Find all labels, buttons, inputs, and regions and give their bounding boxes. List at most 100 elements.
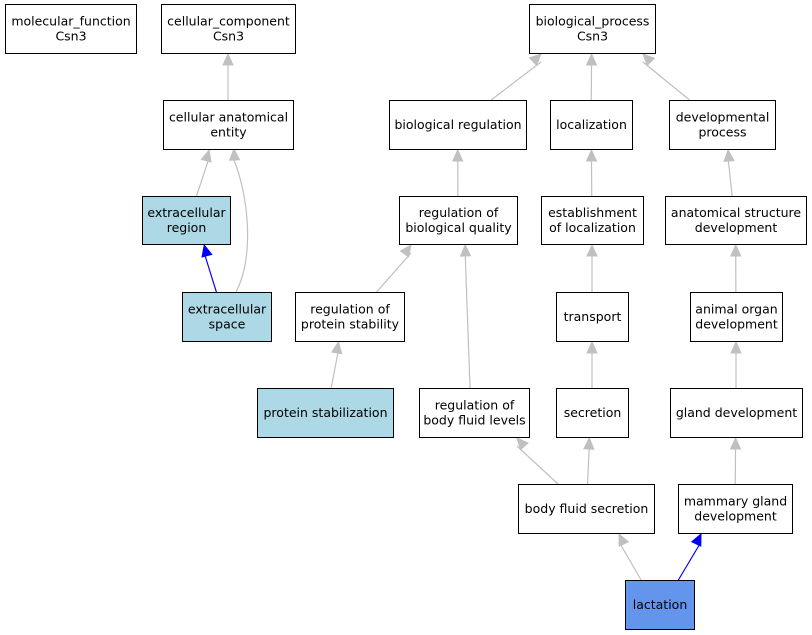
term-label-line: protein stability (301, 317, 400, 332)
term-box (257, 388, 394, 438)
term-box (389, 100, 527, 150)
edge-arrowhead (729, 436, 742, 450)
edge-line (586, 445, 590, 485)
term-node-protstab[interactable]: protein stabilization (257, 388, 394, 438)
term-box (163, 100, 294, 150)
edge-glanddev-to-aod (730, 340, 742, 388)
edge-secretion-to-transport (586, 340, 598, 388)
edge-bfs-to-secretion (583, 436, 595, 485)
edge-extspace-to-extreg (201, 243, 217, 293)
edge-line (376, 252, 412, 293)
edge-line (195, 157, 210, 197)
term-label-line: regulation of (310, 302, 390, 317)
term-node-lactation[interactable]: lactation (625, 580, 695, 630)
term-label-line: transport (564, 309, 622, 324)
term-box (665, 196, 807, 245)
edge-arrowhead (583, 436, 595, 450)
term-label-line: gland development (676, 405, 797, 420)
edge-arrowhead (730, 340, 742, 354)
term-box (182, 292, 272, 342)
term-box (670, 388, 803, 438)
term-node-loc[interactable]: localization (550, 100, 633, 150)
edge-extspace-to-cae (228, 147, 249, 293)
term-label-line: secretion (564, 405, 622, 420)
edge-arrowhead (200, 148, 212, 163)
edge-arrowhead (528, 53, 542, 67)
term-label-line: biological_process (536, 14, 650, 29)
edge-line (516, 445, 559, 485)
term-node-transport[interactable]: transport (556, 292, 629, 342)
edge-regbfl-to-regbq (459, 243, 472, 389)
edge-arrowhead (585, 148, 598, 162)
term-label-line: localization (556, 117, 627, 132)
edge-arrowhead (330, 340, 343, 355)
edge-regps-to-regbq (376, 244, 412, 293)
edge-arrowhead (729, 243, 742, 257)
term-box (529, 4, 656, 54)
edge-line (618, 541, 642, 581)
edge-line (233, 159, 249, 293)
edge-arrowhead (222, 52, 234, 66)
edge-protstab-to-regps (330, 340, 343, 389)
edge-bfs-to-regbfl (516, 437, 559, 485)
term-box (556, 292, 629, 342)
term-label-line: Csn3 (55, 29, 86, 44)
edge-layer (195, 52, 742, 581)
edge-estloc-to-loc (585, 148, 598, 197)
term-box (556, 388, 629, 438)
term-label-line: cellular_component (167, 14, 290, 29)
term-label-line: space (209, 317, 246, 332)
term-label-line: regulation of (435, 398, 515, 413)
term-box (678, 484, 793, 534)
term-label-line: entity (210, 125, 247, 140)
term-label-line: protein stabilization (264, 405, 388, 420)
edge-transport-to-estloc (586, 243, 598, 292)
term-label-line: establishment (548, 205, 637, 220)
term-node-glanddev[interactable]: gland development (670, 388, 803, 438)
edge-arrowhead (585, 52, 598, 66)
term-box (550, 100, 633, 150)
edge-arrowhead (451, 148, 464, 162)
term-label-line: development (695, 220, 778, 235)
term-box (690, 292, 783, 342)
term-node-secretion[interactable]: secretion (556, 388, 629, 438)
term-label-line: extracellular (188, 302, 267, 317)
edge-line (642, 61, 690, 101)
edge-arrowhead (228, 147, 241, 161)
term-box (518, 484, 655, 534)
edge-asd-to-devproc (723, 148, 735, 197)
term-box (399, 196, 518, 245)
term-label-line: Csn3 (577, 29, 608, 44)
term-label-line: animal organ (695, 302, 777, 317)
edge-mgd-to-glanddev (729, 436, 742, 485)
term-node-biolreg[interactable]: biological regulation (389, 100, 527, 150)
edge-biolreg-to-bp (490, 53, 542, 101)
term-node-bfs[interactable]: body fluid secretion (518, 484, 655, 534)
edge-line (464, 252, 471, 389)
term-label-line: mammary gland (684, 494, 787, 509)
edge-extreg-to-cae (195, 148, 212, 197)
edge-arrowhead (516, 437, 529, 451)
edge-arrowhead (459, 243, 472, 257)
term-label-line: process (698, 125, 746, 140)
edge-regbq-to-biolreg (451, 148, 464, 197)
term-label-line: lactation (633, 597, 688, 612)
edge-line (727, 157, 733, 197)
edge-lactation-to-bfs (618, 532, 642, 581)
